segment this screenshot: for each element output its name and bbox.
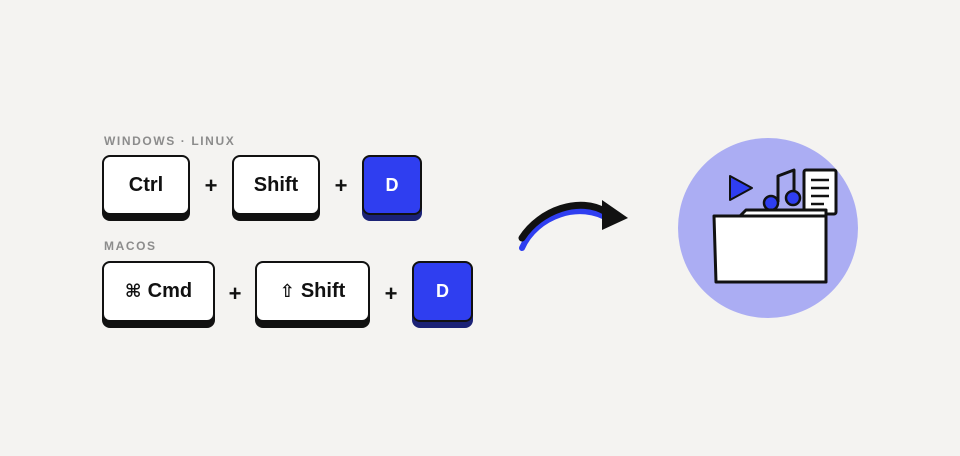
plus-sign: + [334, 173, 348, 198]
key-ctrl: Ctrl [102, 155, 190, 215]
windows-linux-label: WINDOWS · LINUX [104, 134, 236, 148]
music-note-icon [762, 168, 802, 212]
key-ctrl-label: Ctrl [128, 173, 164, 196]
key-shift: Shift [232, 155, 320, 215]
key-d-mac-label: D [436, 281, 449, 301]
command-icon: ⌘ [124, 281, 142, 302]
document-icon [802, 168, 838, 216]
macos-label: MACOS [104, 239, 157, 253]
key-d: D [362, 155, 422, 215]
shift-arrow-icon: ⇧ [279, 281, 295, 302]
plus-sign: + [228, 281, 242, 306]
plus-sign: + [204, 173, 218, 198]
key-cmd-label: Cmd [147, 280, 193, 302]
plus-sign: + [384, 281, 398, 306]
play-icon [729, 175, 753, 201]
key-d-label: D [385, 174, 399, 195]
key-shift-mac: ⇧ Shift [255, 261, 370, 322]
key-shift-label: Shift [253, 173, 299, 196]
folder-icon [712, 208, 828, 284]
media-folder-illustration [678, 138, 858, 318]
curved-arrow-icon [518, 200, 628, 251]
key-cmd: ⌘ Cmd [102, 261, 215, 322]
key-d-mac: D [412, 261, 473, 322]
key-shift-mac-label: Shift [300, 280, 346, 302]
